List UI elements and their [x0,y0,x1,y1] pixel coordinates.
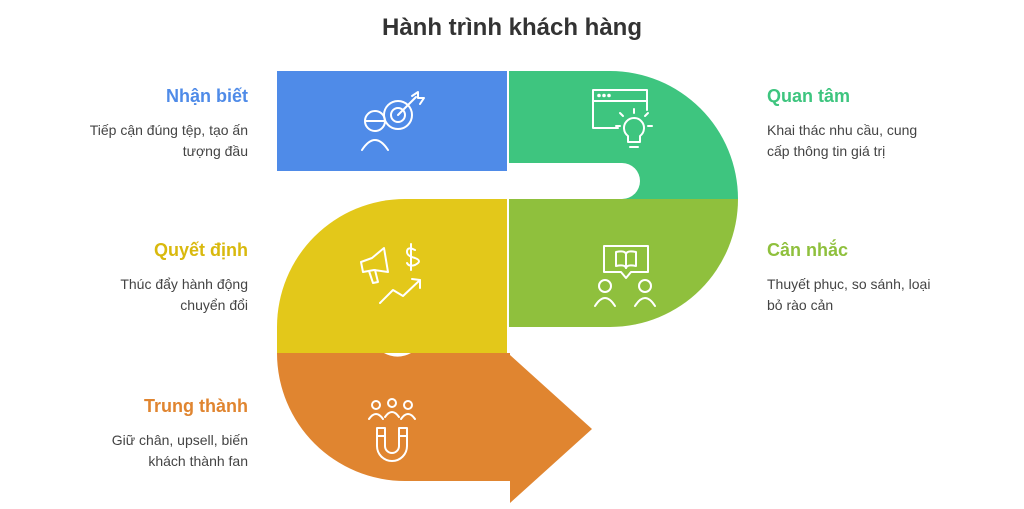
stage-desc-quyet-dinh: Thúc đẩy hành động chuyển đổi [48,274,248,316]
segment-trung-thanh [277,353,592,503]
desc-line: cấp thông tin giá trị [767,143,886,159]
desc-line: Giữ chân, upsell, biến [111,432,248,448]
megaphone-dollar-growth-icon [360,243,421,304]
target-audience-icon [361,91,425,151]
stage-title-nhan-biet: Nhận biết [165,86,248,106]
people-book-icon [594,245,656,307]
segment-can-nhac [509,199,738,327]
desc-line: Khai thác nhu cầu, cung [767,122,918,138]
people-magnet-icon [368,398,416,462]
stage-title-trung-thanh: Trung thành [144,396,248,416]
stage-title-can-nhac: Cân nhắc [767,240,849,260]
desc-line: bỏ rào cản [767,297,834,313]
stage-title-quyet-dinh: Quyết định [154,240,248,260]
stage-desc-nhan-biet: Tiếp cận đúng tệp, tạo ấn tượng đầu [48,120,248,162]
segment-quyet-dinh [277,199,507,353]
segment-nhan-biet [277,71,507,171]
desc-line: Thuyết phục, so sánh, loại [767,276,931,292]
desc-line: tượng đầu [182,143,248,159]
stage-desc-quan-tam: Khai thác nhu cầu, cung cấp thông tin gi… [767,120,967,162]
stage-desc-trung-thanh: Giữ chân, upsell, biến khách thành fan [48,430,248,472]
diagram-title: Hành trình khách hàng [381,14,642,41]
desc-line: khách thành fan [148,453,248,469]
segment-quan-tam [509,71,738,199]
desc-line: Thúc đẩy hành động [120,276,248,292]
desc-line: Tiếp cận đúng tệp, tạo ấn [89,122,248,138]
web-lightbulb-icon [592,89,653,148]
stage-desc-can-nhac: Thuyết phục, so sánh, loại bỏ rào cản [767,274,967,316]
desc-line: chuyển đổi [180,297,248,313]
stage-title-quan-tam: Quan tâm [767,86,851,106]
